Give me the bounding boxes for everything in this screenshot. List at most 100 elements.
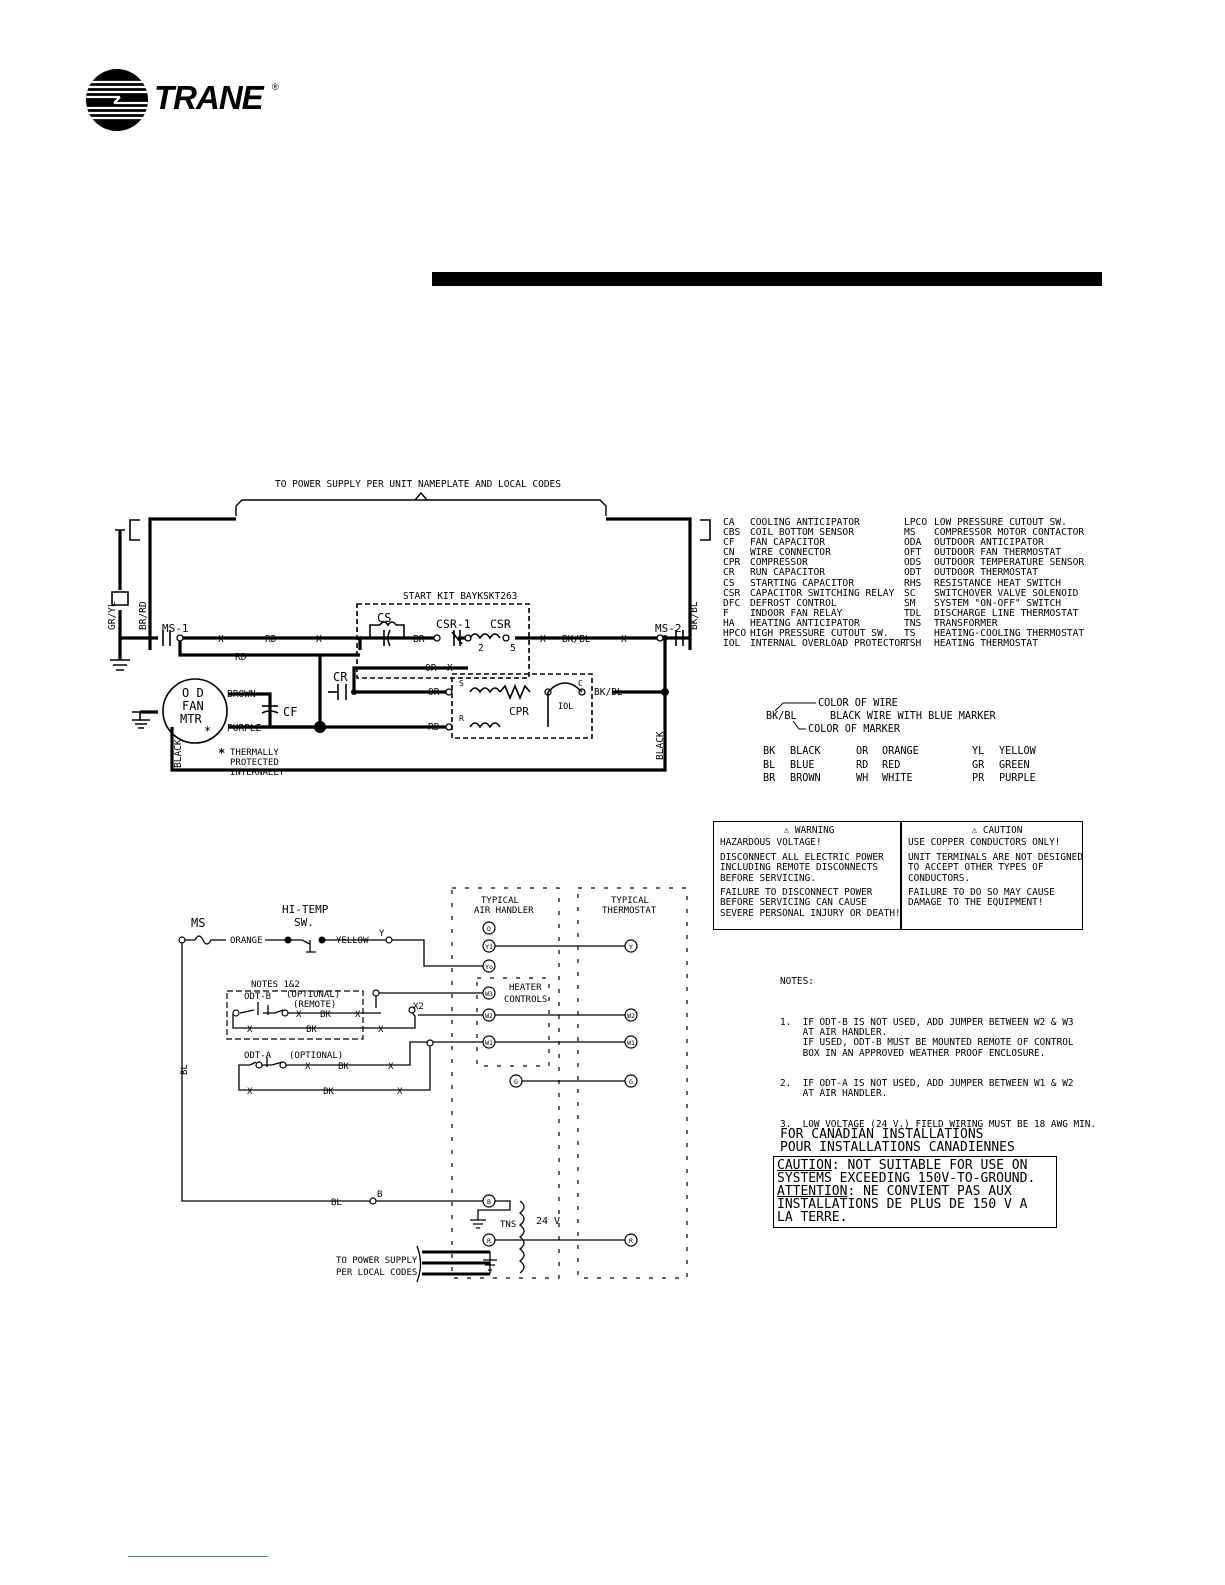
svg-text:BLACK: BLACK	[655, 731, 666, 760]
svg-text:W2: W2	[485, 1012, 493, 1020]
color-code-cell: OR	[856, 746, 869, 757]
legend-cell: TNS	[904, 617, 922, 629]
svg-text:X: X	[296, 1010, 302, 1020]
svg-text:IOL: IOL	[558, 702, 573, 712]
svg-text:X: X	[540, 634, 546, 645]
svg-text:CPR: CPR	[509, 705, 529, 718]
svg-text:B: B	[377, 1190, 382, 1200]
legend-cell: WIRE CONNECTOR	[750, 547, 831, 559]
legend-cell: TRANSFORMER	[934, 617, 998, 629]
color-code-cell: GR	[972, 759, 985, 771]
legend-cell: OFT	[904, 547, 922, 559]
legend-cell: LPCO	[904, 517, 928, 528]
color-code-cell: BR	[763, 773, 776, 785]
svg-text:X: X	[621, 634, 627, 645]
svg-text:X: X	[355, 1010, 361, 1020]
svg-text:Y1: Y1	[485, 943, 493, 951]
svg-text:OR: OR	[428, 687, 440, 698]
svg-text:X: X	[247, 1087, 253, 1097]
start-kit-label: START KIT BAYKSKT263	[403, 591, 517, 602]
svg-text:W1: W1	[485, 1039, 493, 1047]
svg-text:TYPICAL: TYPICAL	[611, 896, 649, 906]
warning-panel: ⚠ WARNING HAZARDOUS VOLTAGE! DISCONNECT …	[720, 825, 901, 923]
warning-divider	[900, 822, 902, 929]
svg-text:G: G	[629, 1078, 633, 1086]
svg-text:TYPICAL: TYPICAL	[481, 896, 519, 906]
legend-cell: MS	[904, 527, 916, 539]
color-code-cell: BLACK	[790, 746, 821, 757]
svg-text:RD: RD	[265, 634, 277, 645]
header-rule	[432, 272, 1102, 286]
warning-line: HAZARDOUS VOLTAGE!	[720, 837, 822, 849]
svg-text:(REMOTE): (REMOTE)	[293, 1000, 336, 1010]
trane-logo: TRANE ®	[84, 68, 284, 132]
svg-text:MTR: MTR	[180, 712, 202, 726]
color-example-code: BK/BL	[766, 711, 797, 722]
svg-text:X: X	[397, 1087, 403, 1097]
svg-text:X: X	[378, 1025, 384, 1035]
legend-cell: F	[723, 607, 729, 619]
legend-cell: ODA	[904, 537, 922, 549]
svg-text:ODT-A: ODT-A	[244, 1051, 272, 1061]
legend-cell: OUTDOOR FAN THERMOSTAT	[934, 547, 1062, 559]
svg-text:BK: BK	[323, 1087, 334, 1097]
legend-cell: ODT	[904, 567, 922, 579]
svg-text:BK: BK	[320, 1010, 331, 1020]
attention-label: ATTENTION	[777, 1184, 848, 1199]
color-code-cell: BK	[763, 746, 776, 757]
footer-link-underline	[128, 1556, 268, 1557]
svg-text:R: R	[629, 1237, 633, 1245]
legend-cell: CSR	[723, 587, 741, 599]
svg-text:C: C	[578, 679, 583, 688]
canadian-installations: FOR CANADIAN INSTALLATIONS POUR INSTALLA…	[773, 1128, 1057, 1228]
svg-text:2: 2	[478, 643, 484, 654]
caution-triangle-icon: ⚠	[971, 825, 978, 836]
legend-cell: CA	[723, 517, 735, 528]
legend-cell: OUTDOOR ANTICIPATOR	[934, 537, 1044, 549]
warning-line: DISCONNECT ALL ELECTRIC POWER INCLUDING …	[720, 851, 884, 884]
svg-text:BR: BR	[413, 634, 425, 645]
svg-text:W3: W3	[485, 990, 493, 998]
legend-cell: OUTDOOR THERMOSTAT	[934, 567, 1038, 579]
legend-cell: OUTDOOR TEMPERATURE SENSOR	[934, 557, 1085, 569]
color-code-cell: GREEN	[999, 759, 1030, 771]
color-of-marker-label: COLOR OF MARKER	[808, 724, 901, 735]
legend-cell: TDL	[904, 607, 922, 619]
trane-logo-mark-icon	[86, 69, 148, 131]
svg-text:HEATER: HEATER	[509, 983, 542, 993]
svg-text:Y: Y	[379, 929, 385, 939]
svg-text:X: X	[218, 634, 224, 645]
svg-text:FAN: FAN	[182, 699, 204, 713]
svg-text:SW.: SW.	[294, 916, 314, 929]
color-code-cell: YELLOW	[999, 746, 1036, 757]
note-item: 3. LOW VOLTAGE (24 V.) FIELD WIRING MUST…	[780, 1119, 1097, 1131]
svg-text:CF: CF	[283, 705, 297, 719]
svg-text:W2: W2	[627, 1012, 635, 1020]
svg-text:O D: O D	[182, 686, 204, 700]
legend-cell: CR	[723, 567, 735, 579]
svg-text:RD: RD	[428, 722, 440, 733]
power-supply-label: TO POWER SUPPLY PER UNIT NAMEPLATE AND L…	[275, 479, 561, 490]
legend-cell: INTERNAL OVERLOAD PROTECTOR	[750, 638, 906, 650]
legend-cell: ODS	[904, 557, 922, 569]
legend-cell: CBS	[723, 527, 741, 539]
svg-text:BK: BK	[306, 1025, 317, 1035]
svg-text:AIR HANDLER: AIR HANDLER	[474, 906, 534, 916]
svg-text:X2: X2	[413, 1002, 424, 1012]
svg-text:(OPTIONAL): (OPTIONAL)	[286, 990, 340, 1000]
warning-title: WARNING	[794, 825, 835, 836]
legend-cell: TS	[904, 628, 916, 640]
color-legend-arrows	[774, 702, 816, 730]
legend-cell: HEATING THERMOSTAT	[934, 638, 1038, 650]
caution-line: FAILURE TO DO SO MAY CAUSE DAMAGE TO THE…	[908, 887, 1055, 909]
